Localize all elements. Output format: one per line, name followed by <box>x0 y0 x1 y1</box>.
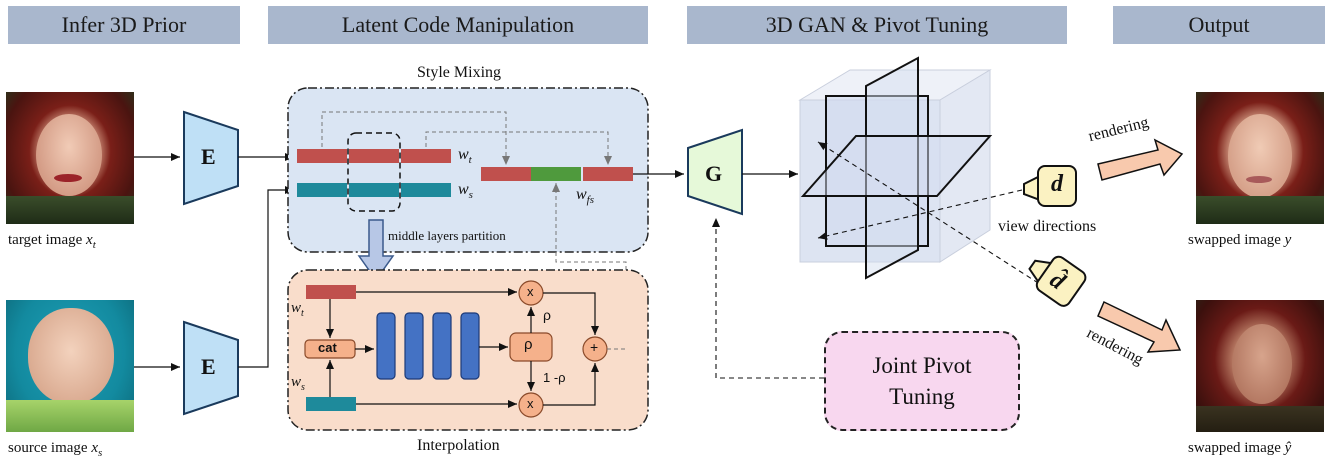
swapped-y-caption: swapped image y <box>1188 232 1292 248</box>
header-infer-3d-prior: Infer 3D Prior <box>8 6 240 44</box>
source-image <box>6 300 134 432</box>
style-mixing-title: Style Mixing <box>417 64 502 81</box>
rendering-arrow-top <box>1097 138 1184 181</box>
header-3d-gan-pivot-tuning: 3D GAN & Pivot Tuning <box>687 6 1067 44</box>
camera-d-label: d <box>1051 171 1063 197</box>
target-lips <box>54 174 82 182</box>
interpolation-title: Interpolation <box>417 437 500 454</box>
interp-wt-label: wt <box>291 300 304 319</box>
swapped-image-yhat <box>1196 300 1324 432</box>
source-caption: source image xs <box>8 440 103 459</box>
wfs-bar-seg2 <box>531 167 581 181</box>
wfs-bar-seg3 <box>583 167 633 181</box>
wt-label: wt <box>458 146 472 167</box>
view-directions-label: view directions <box>998 218 1097 235</box>
network-block-3 <box>432 312 452 380</box>
swapped-y-face <box>1228 114 1292 198</box>
view-ray-dhat <box>817 141 1047 289</box>
ws-bar-seg1 <box>297 183 347 197</box>
target-face <box>36 114 102 196</box>
style-mixing-box <box>287 87 649 253</box>
mult-bottom-to-add-arrow <box>543 363 599 406</box>
cat-label: cat <box>318 340 337 355</box>
swapped-y-shoulders <box>1196 196 1324 224</box>
ws-bar-seg3 <box>401 183 451 197</box>
wfs-bar-seg1 <box>481 167 531 181</box>
swapped-yhat-shoulders <box>1196 406 1324 432</box>
rho-edge-label: ρ <box>543 307 551 323</box>
interp-ws-bar <box>306 397 356 411</box>
swapped-yhat-face <box>1232 324 1292 404</box>
middle-layers-label: middle layers partition <box>388 228 506 243</box>
wt-bar-seg1 <box>297 149 347 163</box>
rho-label: ρ <box>524 336 533 353</box>
wt-bar-seg2 <box>349 149 399 163</box>
joint-pivot-line1: Joint Pivot <box>872 353 972 378</box>
mix-arrow-b <box>425 131 612 165</box>
interp-wt-bar <box>306 285 356 299</box>
middle-partition-box <box>347 132 401 212</box>
generator-label: G <box>705 161 723 186</box>
source-clothes <box>6 400 134 432</box>
encoder-bottom-to-ws-arrow <box>238 186 294 368</box>
mix-arrow-a <box>321 111 510 165</box>
network-block-2 <box>404 312 424 380</box>
encoder-bottom-label: E <box>201 354 216 379</box>
mult-top-to-add-arrow <box>543 292 599 335</box>
camera-d <box>1023 165 1077 207</box>
ws-bar-seg2 <box>349 183 399 197</box>
target-caption: target image xt <box>8 232 96 251</box>
source-face <box>28 308 114 404</box>
network-block-4 <box>460 312 480 380</box>
plane-xz <box>800 135 993 197</box>
generator <box>687 128 743 216</box>
view-ray-d <box>817 189 1023 240</box>
wfs-label: wfs <box>576 186 595 207</box>
add-label: + <box>590 339 599 355</box>
header-latent-code-manipulation: Latent Code Manipulation <box>268 6 648 44</box>
mult-bottom-label: x <box>527 396 534 411</box>
ws-label: ws <box>458 181 473 202</box>
swapped-y-lips <box>1246 176 1272 183</box>
encoder-bottom <box>183 320 239 416</box>
rendering-arrow-bottom <box>1097 300 1182 353</box>
header-output: Output <box>1113 6 1325 44</box>
mult-top-label: x <box>527 284 534 299</box>
swapped-yhat-caption: swapped image ŷ <box>1188 440 1292 456</box>
target-shoulders <box>6 196 134 224</box>
camera-dhat <box>1028 255 1087 307</box>
interp-ws-label: ws <box>291 374 305 393</box>
network-block-1 <box>376 312 396 380</box>
target-image <box>6 92 134 224</box>
encoder-top-label: E <box>201 144 216 169</box>
wt-bar-seg3 <box>401 149 451 163</box>
triplane-cube <box>798 56 993 280</box>
encoder-top <box>183 110 239 206</box>
joint-pivot-line2: Tuning <box>889 384 955 409</box>
one-minus-rho-label: 1 -ρ <box>543 370 566 385</box>
partition-down-arrow <box>357 219 395 282</box>
swapped-image-y <box>1196 92 1324 224</box>
joint-pivot-to-generator-arrow <box>712 218 824 379</box>
